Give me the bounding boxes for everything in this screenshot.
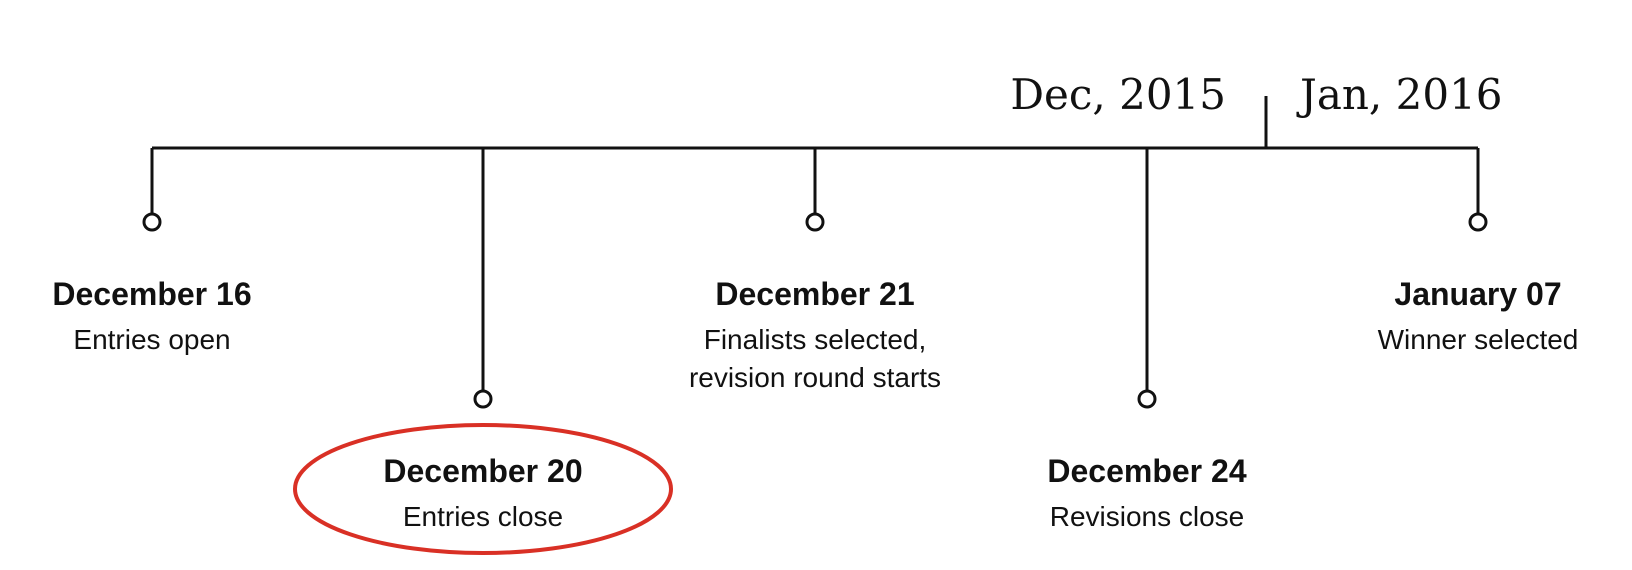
event-description: Entries close <box>402 501 564 532</box>
event-marker-5 <box>1468 212 1488 232</box>
event-date: December 21 <box>715 276 915 312</box>
event-description: Winner selected <box>1377 324 1579 355</box>
month-label-jan-2016: Jan, 2016 <box>1300 70 1503 119</box>
highlight-ellipse <box>293 423 673 555</box>
event-marker-2 <box>473 389 493 409</box>
event-marker-4 <box>1137 389 1157 409</box>
event-december-16: December 16 Entries open <box>0 275 322 359</box>
event-date: December 16 <box>52 276 252 312</box>
event-date: January 07 <box>1394 276 1562 312</box>
event-date: December 24 <box>1047 453 1247 489</box>
event-december-21: December 21 Finalists selected, revision… <box>645 275 985 397</box>
event-december-24: December 24 Revisions close <box>977 452 1317 536</box>
event-december-20: December 20 Entries close <box>313 452 653 536</box>
event-january-07: January 07 Winner selected <box>1308 275 1632 359</box>
event-date: December 20 <box>383 453 583 489</box>
event-marker-1 <box>142 212 162 232</box>
event-description: Entries open <box>73 324 231 355</box>
event-description: Finalists selected, revision round start… <box>688 324 942 393</box>
month-label-dec-2015: Dec, 2015 <box>1010 70 1226 119</box>
event-marker-3 <box>805 212 825 232</box>
event-description: Revisions close <box>1049 501 1245 532</box>
